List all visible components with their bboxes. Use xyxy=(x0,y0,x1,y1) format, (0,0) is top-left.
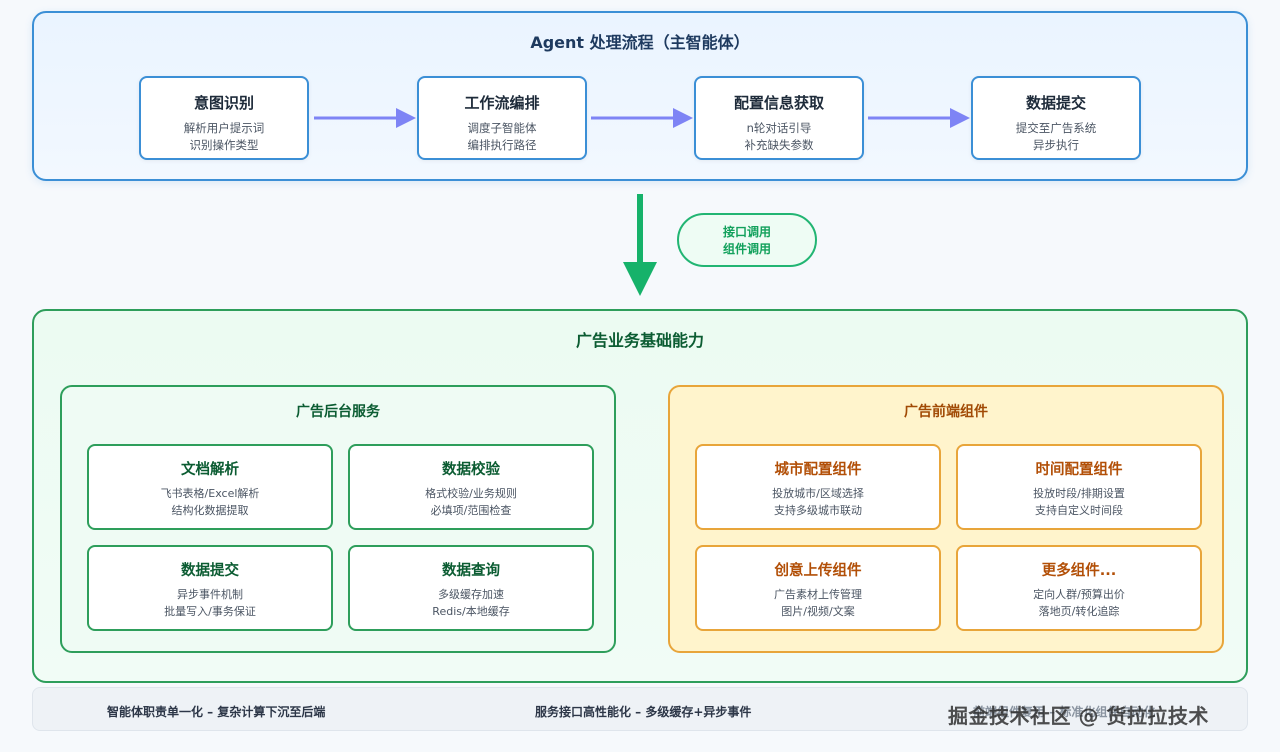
group-title: 广告前端组件 xyxy=(904,404,988,420)
flow-arrow-right-icon xyxy=(314,108,416,128)
group-title: 广告后台服务 xyxy=(296,404,380,420)
flow-arrow-right-icon xyxy=(868,108,970,128)
call-type-badge: 接口调用 组件调用 xyxy=(677,213,817,267)
card-data-submit: 数据提交 异步事件机制 批量写入/事务保证 xyxy=(87,545,333,631)
step-desc: n轮对话引导 补充缺失参数 xyxy=(696,120,862,154)
card-title: 时间配置组件 xyxy=(1035,462,1123,478)
step-desc-line: 提交至广告系统 xyxy=(1015,121,1097,135)
card-city-config: 城市配置组件 投放城市/区域选择 支持多级城市联动 xyxy=(695,444,941,530)
card-desc-line: 多级缓存加速 xyxy=(438,588,504,601)
step-desc: 解析用户提示词 识别操作类型 xyxy=(141,120,307,154)
step-title: 工作流编排 xyxy=(464,94,540,112)
watermark: 掘金技术社区 @ 货拉拉技术 xyxy=(948,704,1209,728)
ad-backend-services-group: 广告后台服务 文档解析 飞书表格/Excel解析 结构化数据提取 数据校验 格式… xyxy=(60,385,616,653)
card-desc-line: Redis/本地缓存 xyxy=(432,605,510,618)
card-desc: 格式校验/业务规则 必填项/范围检查 xyxy=(350,485,592,519)
step-title: 数据提交 xyxy=(1025,94,1086,112)
card-title: 数据校验 xyxy=(442,462,500,478)
step-title: 意图识别 xyxy=(193,94,254,112)
flow-arrow-right-icon xyxy=(591,108,693,128)
agent-flow-title: Agent 处理流程（主智能体） xyxy=(530,33,750,52)
card-desc-line: 广告素材上传管理 xyxy=(774,588,862,601)
card-desc-line: 投放城市/区域选择 xyxy=(772,487,864,500)
step-title: 配置信息获取 xyxy=(733,94,824,112)
ad-frontend-components-group: 广告前端组件 城市配置组件 投放城市/区域选择 支持多级城市联动 时间配置组件 … xyxy=(668,385,1224,653)
card-desc: 广告素材上传管理 图片/视频/文案 xyxy=(697,586,939,620)
card-desc: 飞书表格/Excel解析 结构化数据提取 xyxy=(89,485,331,519)
step-intent-recognition: 意图识别 解析用户提示词 识别操作类型 xyxy=(139,76,309,160)
card-title: 创意上传组件 xyxy=(774,563,862,579)
card-data-validation: 数据校验 格式校验/业务规则 必填项/范围检查 xyxy=(348,444,594,530)
step-workflow-orchestration: 工作流编排 调度子智能体 编排执行路径 xyxy=(417,76,587,160)
call-type-component: 组件调用 xyxy=(722,242,771,256)
card-desc-line: 落地页/转化追踪 xyxy=(1038,605,1120,618)
card-desc: 异步事件机制 批量写入/事务保证 xyxy=(89,586,331,620)
step-desc: 调度子智能体 编排执行路径 xyxy=(419,120,585,154)
principle-note: 智能体职责单一化 – 复杂计算下沉至后端 xyxy=(107,705,326,719)
card-desc-line: 批量写入/事务保证 xyxy=(164,605,256,618)
card-desc-line: 支持多级城市联动 xyxy=(774,504,862,517)
step-desc-line: n轮对话引导 xyxy=(746,121,812,135)
card-desc-line: 定向人群/预算出价 xyxy=(1033,588,1125,601)
card-desc-line: 必填项/范围检查 xyxy=(430,504,512,517)
step-desc-line: 异步执行 xyxy=(1033,138,1079,152)
card-more-components: 更多组件... 定向人群/预算出价 落地页/转化追踪 xyxy=(956,545,1202,631)
card-desc-line: 投放时段/排期设置 xyxy=(1033,487,1125,500)
step-desc-line: 编排执行路径 xyxy=(467,138,537,152)
card-time-config: 时间配置组件 投放时段/排期设置 支持自定义时间段 xyxy=(956,444,1202,530)
card-desc: 投放城市/区域选择 支持多级城市联动 xyxy=(697,485,939,519)
card-desc: 投放时段/排期设置 支持自定义时间段 xyxy=(958,485,1200,519)
step-desc: 提交至广告系统 异步执行 xyxy=(973,120,1139,154)
step-desc-line: 补充缺失参数 xyxy=(744,138,814,152)
card-desc: 多级缓存加速 Redis/本地缓存 xyxy=(350,586,592,620)
card-data-query: 数据查询 多级缓存加速 Redis/本地缓存 xyxy=(348,545,594,631)
card-desc-line: 异步事件机制 xyxy=(177,588,243,601)
ad-capabilities-panel: 广告业务基础能力 广告后台服务 文档解析 飞书表格/Excel解析 结构化数据提… xyxy=(32,309,1248,683)
principle-note: 服务接口高性能化 – 多级缓存+异步事件 xyxy=(535,705,752,719)
step-config-info: 配置信息获取 n轮对话引导 补充缺失参数 xyxy=(694,76,864,160)
card-creative-upload: 创意上传组件 广告素材上传管理 图片/视频/文案 xyxy=(695,545,941,631)
card-desc-line: 格式校验/业务规则 xyxy=(425,487,517,500)
card-desc-line: 图片/视频/文案 xyxy=(781,605,855,618)
card-title: 文档解析 xyxy=(181,462,239,478)
card-desc-line: 支持自定义时间段 xyxy=(1035,504,1123,517)
step-data-submit: 数据提交 提交至广告系统 异步执行 xyxy=(971,76,1141,160)
card-document-parsing: 文档解析 飞书表格/Excel解析 结构化数据提取 xyxy=(87,444,333,530)
step-desc-line: 解析用户提示词 xyxy=(183,121,265,135)
card-title: 数据查询 xyxy=(442,563,500,579)
down-arrow-icon xyxy=(623,194,657,296)
step-desc-line: 识别操作类型 xyxy=(189,138,259,152)
design-principles-footer: 智能体职责单一化 – 复杂计算下沉至后端 服务接口高性能化 – 多级缓存+异步事… xyxy=(32,687,1248,731)
ad-capabilities-title: 广告业务基础能力 xyxy=(575,331,704,350)
card-title: 城市配置组件 xyxy=(774,462,862,478)
card-desc-line: 结构化数据提取 xyxy=(171,504,249,517)
card-title: 更多组件... xyxy=(1041,563,1117,579)
step-desc-line: 调度子智能体 xyxy=(467,121,537,135)
agent-flow-panel: Agent 处理流程（主智能体） 意图识别 解析用户提示词 识别操作类型 工作流… xyxy=(32,11,1248,181)
card-title: 数据提交 xyxy=(181,563,239,579)
call-type-interface: 接口调用 xyxy=(722,225,771,239)
card-desc: 定向人群/预算出价 落地页/转化追踪 xyxy=(958,586,1200,620)
card-desc-line: 飞书表格/Excel解析 xyxy=(160,487,260,500)
principle-note: 前端组件复用 – 标准化组件自动化 xyxy=(973,705,1156,719)
